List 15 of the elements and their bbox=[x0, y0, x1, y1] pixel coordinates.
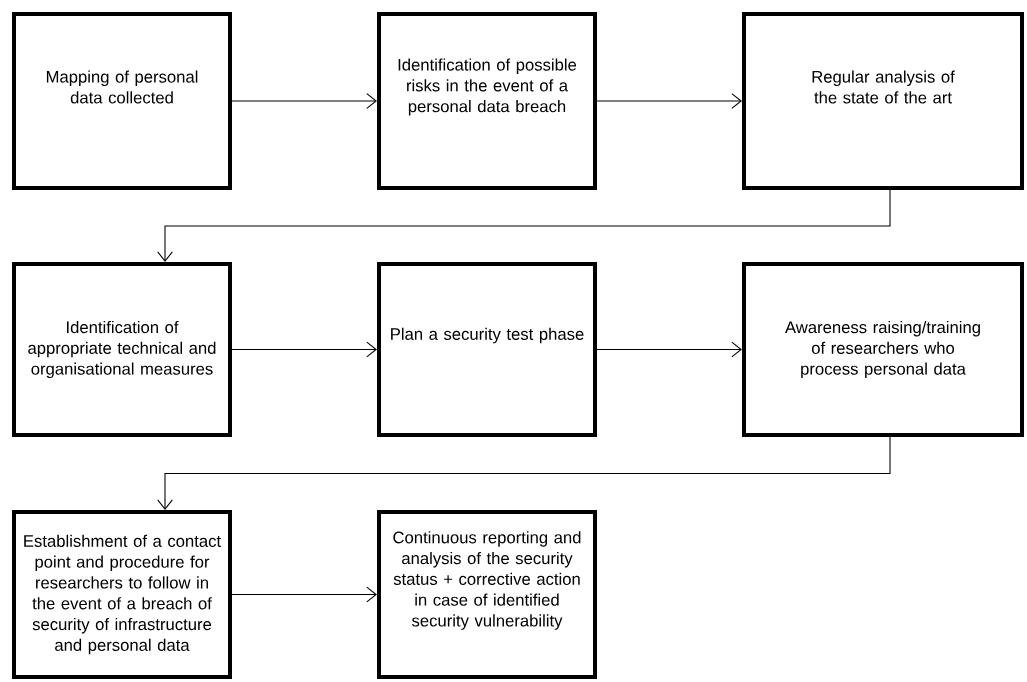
process-box: Mapping of personal data collected bbox=[12, 12, 232, 190]
arrow bbox=[157, 189, 891, 262]
process-box: Establishment of a contact point and procedure for researchers to follow in the event of a breach of security of infrastructure and personal data bbox=[12, 510, 232, 679]
arrow bbox=[596, 93, 742, 109]
arrow bbox=[231, 341, 377, 358]
process-box: Identification of appropriate technical and organisational measures bbox=[12, 262, 232, 437]
arrow bbox=[231, 93, 377, 109]
arrow bbox=[596, 341, 742, 358]
process-box: Identification of possible risks in the event of a personal data breach bbox=[377, 12, 597, 190]
arrow bbox=[231, 586, 377, 603]
process-box: Regular analysis of the state of the art bbox=[742, 12, 1024, 190]
process-box: Awareness raising/training of researchers who process personal data bbox=[742, 262, 1024, 437]
process-box: Continuous reporting and analysis of the security status + corrective action in case of identified security vulnerability bbox=[377, 510, 597, 679]
arrow bbox=[157, 436, 891, 510]
process-box: Plan a security test phase bbox=[377, 262, 597, 437]
